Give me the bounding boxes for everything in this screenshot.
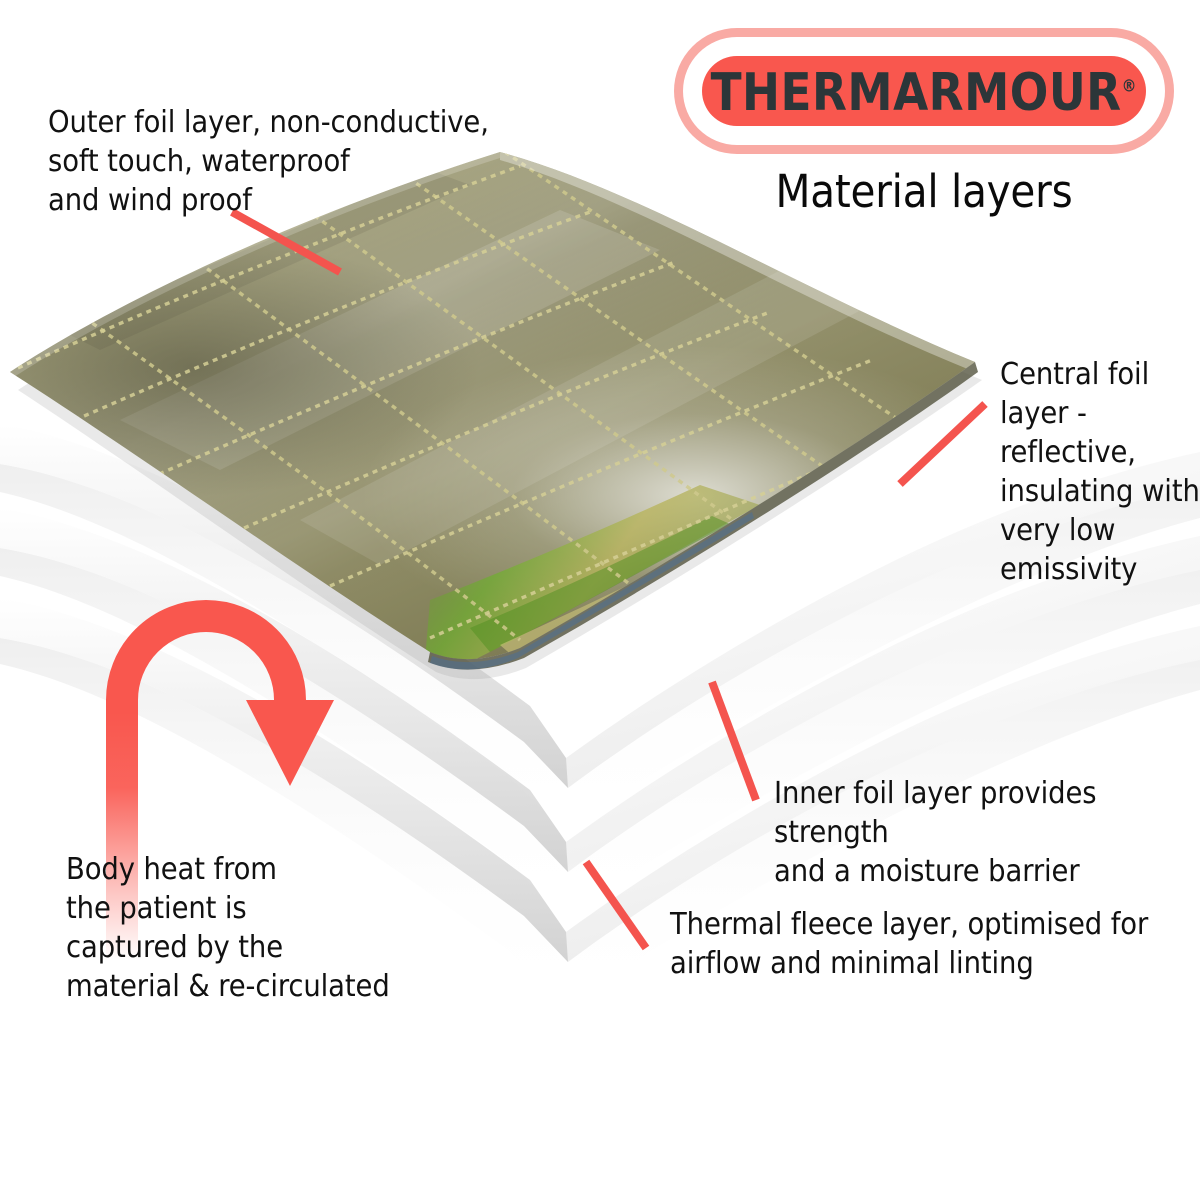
annotation-thermal-fleece-layer: Thermal fleece layer, optimised for airf… (670, 907, 1149, 982)
annotation-outer-foil-layer: Outer foil layer, non-conductive, soft t… (48, 105, 489, 219)
brand-wordmark: THERMARMOUR® (711, 67, 1137, 119)
brand-wordmark-text: THERMARMOUR (711, 63, 1123, 123)
leader-line-outer-foil (230, 208, 342, 276)
logo-pill-coral-ring: THERMARMOUR® (702, 56, 1146, 126)
leader-line-thermal-fleece (582, 859, 650, 951)
brand-logo-block: THERMARMOUR® Material layers (668, 28, 1180, 215)
logo-pill-outer-ring: THERMARMOUR® (674, 28, 1174, 154)
leader-line-central-foil (897, 401, 988, 487)
body-heat-recirculation-arrow (106, 600, 334, 960)
diagram-subtitle: Material layers (775, 165, 1073, 218)
registered-trademark-icon: ® (1122, 76, 1137, 97)
leader-line-inner-foil (708, 680, 760, 802)
leader-lines (230, 208, 988, 951)
logo-pill-white-gap: THERMARMOUR® (683, 37, 1165, 145)
annotation-body-heat: Body heat from the patient is captured b… (66, 852, 390, 1005)
central-foil-sheet (0, 424, 1200, 832)
inner-foil-sheet (0, 508, 1200, 918)
annotation-central-foil-layer: Central foil layer - reflective, insulat… (1000, 357, 1200, 588)
thermal-fleece-sheet (0, 598, 1200, 1008)
annotation-inner-foil-layer: Inner foil layer provides strength and a… (774, 776, 1097, 890)
